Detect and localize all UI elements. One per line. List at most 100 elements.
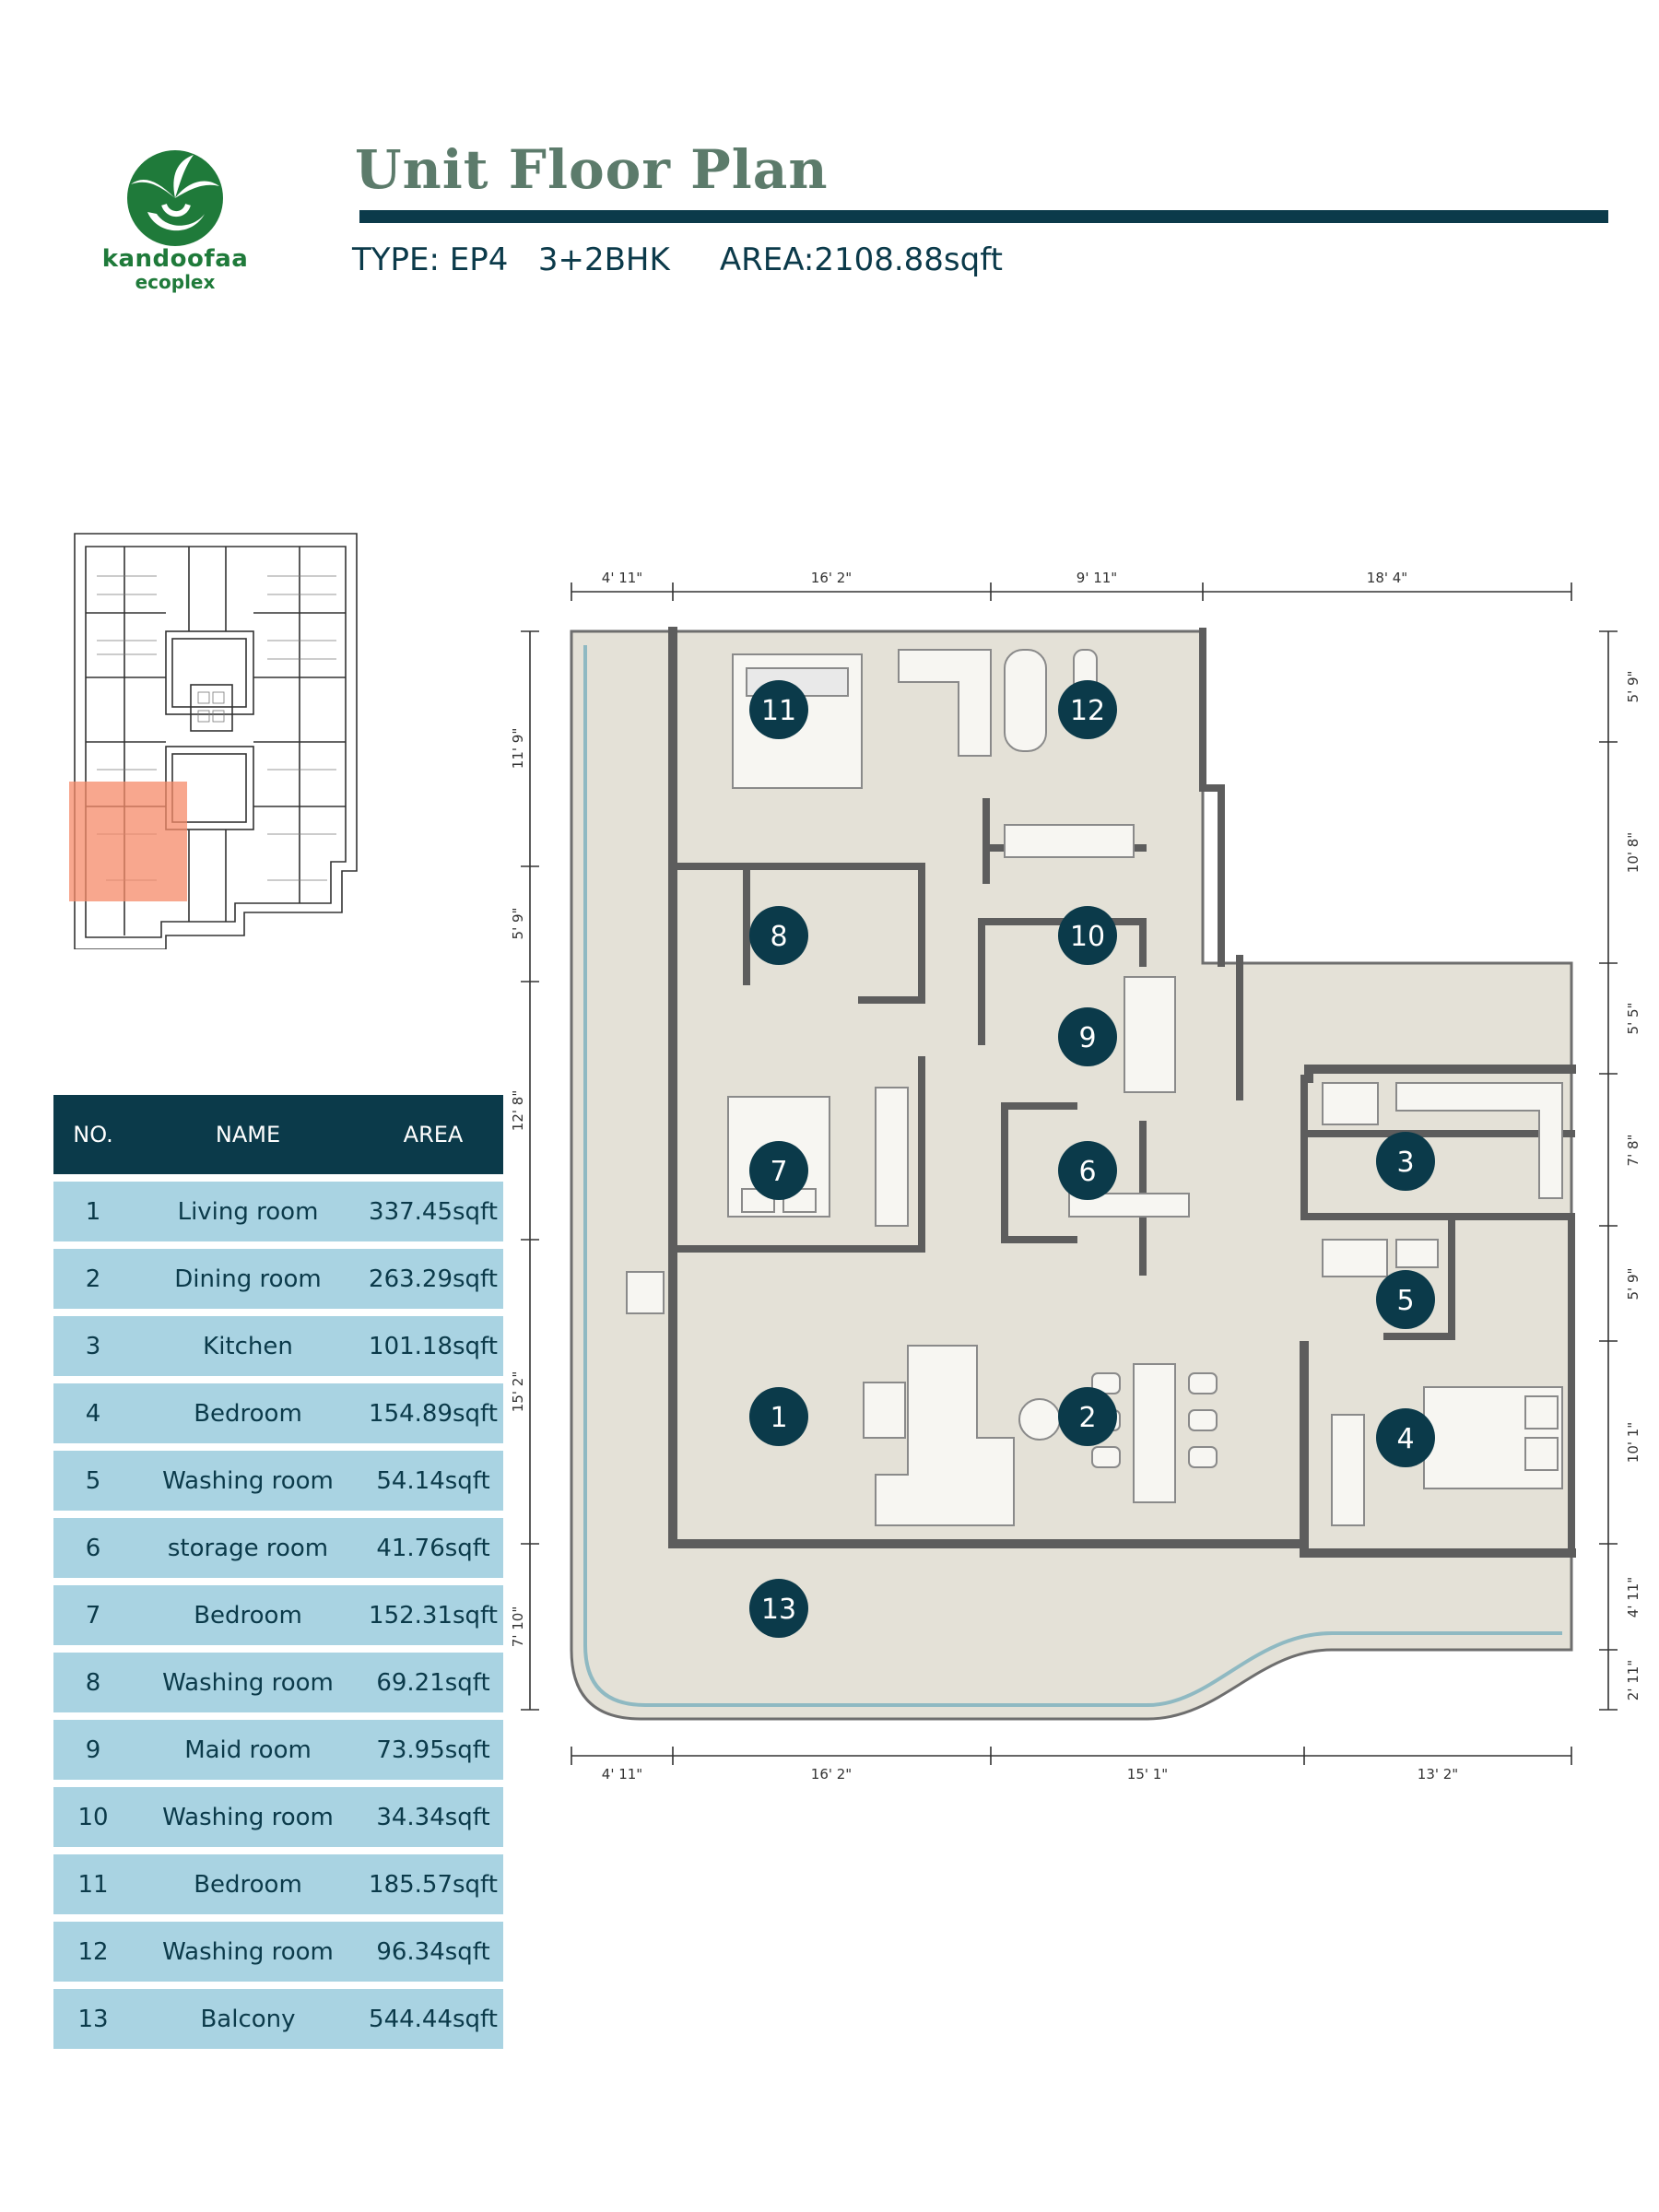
palm-leaf-icon	[127, 150, 223, 246]
cell-area: 96.34sqft	[363, 1922, 503, 1982]
furniture	[626, 649, 1563, 1526]
cell-name: Washing room	[133, 1922, 363, 1982]
dimension-label: 18' 4"	[1367, 570, 1407, 586]
dimension-lines	[521, 582, 1618, 1765]
cell-no: 1	[53, 1182, 133, 1241]
dimension-label: 5' 9"	[1625, 671, 1641, 703]
room-marker-circle	[749, 1579, 808, 1638]
room-marker-circle	[1376, 1270, 1435, 1329]
unit-type: TYPE: EP4	[352, 241, 509, 278]
room-marker-circle	[1058, 680, 1117, 739]
room-marker-circle	[1058, 906, 1117, 965]
cell-name: Bedroom	[133, 1383, 363, 1443]
dimension-labels: 4' 11"16' 2"9' 11"18' 4"4' 11"16' 2"15' …	[510, 570, 1641, 1779]
room-marker-label: 10	[1070, 921, 1105, 953]
cell-no: 13	[53, 1989, 133, 2049]
dimension-label: 10' 8"	[1625, 832, 1641, 873]
dimension-label: 5' 9"	[1625, 1268, 1641, 1300]
brand-name: kandoofaa ecoplex	[88, 247, 263, 293]
page-title: Unit Floor Plan	[355, 138, 829, 201]
unit-config: 3+2BHK	[537, 241, 670, 278]
room-marker-circle	[749, 1141, 808, 1200]
cell-no: 7	[53, 1585, 133, 1645]
cell-area: 41.76sqft	[363, 1518, 503, 1578]
dimension-label: 15' 1"	[1127, 1766, 1168, 1779]
room-marker-circle	[1058, 1387, 1117, 1446]
cell-name: storage room	[133, 1518, 363, 1578]
dimension-label: 7' 8"	[1625, 1135, 1641, 1167]
cell-area: 73.95sqft	[363, 1720, 503, 1780]
dimension-label: 10' 1"	[1625, 1422, 1641, 1463]
cell-area: 152.31sqft	[363, 1585, 503, 1645]
room-marker-circle	[1376, 1408, 1435, 1467]
room-marker-label: 12	[1070, 695, 1105, 727]
col-header-name: NAME	[133, 1095, 363, 1174]
room-marker-circle	[1058, 1007, 1117, 1066]
cell-name: Kitchen	[133, 1316, 363, 1376]
dimension-label: 4' 11"	[1625, 1577, 1641, 1618]
cell-name: Living room	[133, 1182, 363, 1241]
cell-no: 8	[53, 1653, 133, 1712]
unit-subtitle: TYPE: EP4 3+2BHK AREA:2108.88sqft	[352, 241, 1003, 278]
cell-area: 69.21sqft	[363, 1653, 503, 1712]
dimension-label: 5' 5"	[1625, 1003, 1641, 1035]
room-marker-label: 4	[1396, 1423, 1414, 1455]
cell-area: 263.29sqft	[363, 1249, 503, 1309]
room-marker-circle	[1376, 1132, 1435, 1191]
unit-area: AREA:2108.88sqft	[719, 241, 1003, 278]
table-header-row: NO. NAME AREA	[53, 1095, 503, 1174]
cell-area: 154.89sqft	[363, 1383, 503, 1443]
cell-name: Washing room	[133, 1451, 363, 1511]
dimension-label: 16' 2"	[811, 1766, 852, 1779]
dimension-label: 12' 8"	[510, 1090, 526, 1131]
unit-highlight	[69, 782, 187, 901]
cell-area: 185.57sqft	[363, 1854, 503, 1914]
col-header-area: AREA	[363, 1095, 503, 1174]
cell-name: Washing room	[133, 1653, 363, 1712]
cell-no: 6	[53, 1518, 133, 1578]
cell-no: 12	[53, 1922, 133, 1982]
cell-name: Bedroom	[133, 1585, 363, 1645]
dimension-label: 7' 10"	[510, 1606, 526, 1647]
room-marker-label: 11	[761, 695, 796, 727]
room-marker-circle	[749, 906, 808, 965]
cell-name: Bedroom	[133, 1854, 363, 1914]
cell-name: Washing room	[133, 1787, 363, 1847]
cell-no: 9	[53, 1720, 133, 1780]
cell-no: 5	[53, 1451, 133, 1511]
dimension-label: 4' 11"	[602, 570, 642, 586]
dimension-label: 9' 11"	[1077, 570, 1117, 586]
title-rule	[359, 210, 1608, 223]
dimension-label: 2' 11"	[1625, 1660, 1641, 1700]
brand-name-line2: ecoplex	[135, 271, 216, 293]
room-marker-circle	[1058, 1141, 1117, 1200]
cell-no: 10	[53, 1787, 133, 1847]
room-marker-label: 9	[1078, 1022, 1096, 1054]
cell-area: 101.18sqft	[363, 1316, 503, 1376]
cell-name: Balcony	[133, 1989, 363, 2049]
dimension-label: 13' 2"	[1418, 1766, 1458, 1779]
room-marker-label: 8	[770, 921, 787, 953]
cell-area: 54.14sqft	[363, 1451, 503, 1511]
dimension-label: 15' 2"	[510, 1371, 526, 1412]
cell-name: Maid room	[133, 1720, 363, 1780]
cell-no: 4	[53, 1383, 133, 1443]
dimension-label: 11' 9"	[510, 728, 526, 769]
room-marker-label: 13	[761, 1594, 796, 1626]
room-marker-label: 6	[1078, 1156, 1096, 1188]
cell-no: 3	[53, 1316, 133, 1376]
key-plan	[69, 533, 358, 949]
